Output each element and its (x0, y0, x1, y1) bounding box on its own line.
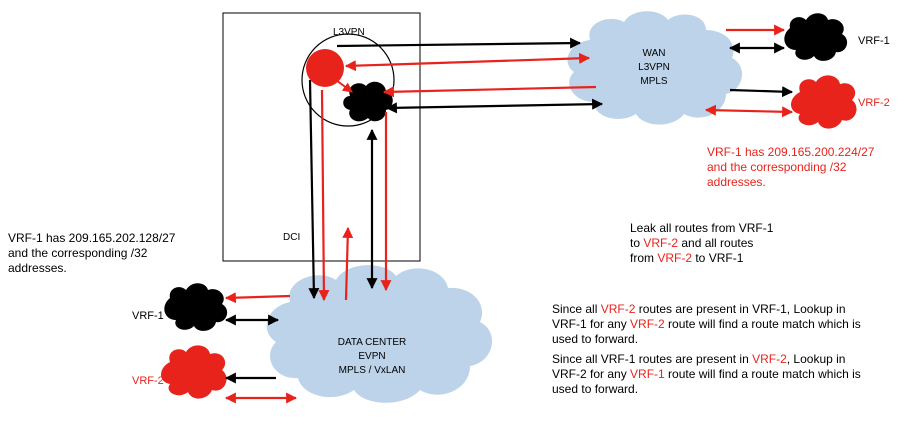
vrf2-left-label: VRF-2 (132, 375, 164, 387)
vrf1-right-label: VRF-1 (858, 35, 890, 47)
arrow-red-l3vpn-wan-2 (382, 85, 597, 98)
datacenter-cloud-label: DATA CENTER EVPN MPLS / VxLAN (324, 336, 420, 378)
red-vrf-node (306, 49, 344, 87)
leak-note-line2: to VRF-2 and all routes (630, 236, 840, 251)
p1-text-a: Since all (552, 302, 601, 316)
arrow-red-vert-2 (342, 226, 354, 301)
vrf1-left-label: VRF-1 (132, 310, 164, 322)
arrow-black-vert-1 (308, 79, 320, 300)
right-vrf-note-line3: addresses. (707, 175, 766, 189)
arrow-black-dci-wan-1 (336, 37, 582, 49)
wan-label-line3: MPLS (640, 76, 668, 87)
left-vrf-note: VRF-1 has 209.165.202.128/27 and the cor… (8, 231, 258, 276)
dc-label-line2: EVPN (358, 351, 386, 362)
p2-text-a: Since all VRF-1 routes are present in (552, 352, 753, 366)
leak-text-a: Leak all routes from VRF-1 (630, 221, 774, 235)
leak-text-g: to VRF-1 (692, 251, 744, 265)
black-vrf-node (343, 81, 393, 122)
arrow-black-wan-vrf2 (729, 86, 794, 98)
p2-vrf2: VRF-2 (752, 352, 787, 366)
leak-text-d: and all routes (678, 236, 754, 250)
leak-text-b: to (630, 236, 644, 250)
p2-text-g: used to forward. (552, 382, 639, 396)
right-vrf-note: VRF-1 has 209.165.200.224/27 and the cor… (707, 145, 897, 190)
arrow-red-diag (335, 79, 353, 93)
p2-text-d: VRF-2 for any (552, 367, 631, 381)
wan-label-line2: L3VPN (638, 62, 670, 73)
vrf2-right-label: VRF-2 (858, 97, 890, 109)
p2-vrf1: VRF-1 (630, 367, 665, 381)
dc-label-line3: MPLS / VxLAN (338, 365, 406, 376)
l3vpn-circle (301, 33, 395, 127)
p1-vrf2-a: VRF-2 (600, 302, 636, 316)
leak-vrf2-a: VRF-2 (643, 236, 679, 250)
wan-cloud (567, 11, 743, 125)
lookup-note-1-line2: VRF-1 for any VRF-2 route will find a ro… (552, 317, 907, 332)
l3vpn-label: L3VPN (333, 27, 365, 38)
lookup-note-2-line3: used to forward. (552, 382, 907, 397)
vrf1-left-cloud (164, 283, 228, 331)
dc-label-line1: DATA CENTER (337, 337, 407, 348)
lookup-note-1-line3: used to forward. (552, 332, 907, 347)
leak-note-line1: Leak all routes from VRF-1 (630, 221, 840, 236)
dci-label: DCI (283, 232, 301, 243)
vrf2-right-cloud (791, 75, 857, 129)
right-vrf-note-line2: and the corresponding /32 (707, 160, 847, 174)
vrf1-right-cloud (784, 13, 848, 61)
arrow-red-wan-vrf2 (704, 104, 794, 118)
left-vrf-note-line3: addresses. (8, 261, 67, 275)
lookup-note-2: Since all VRF-1 routes are present in VR… (552, 352, 907, 397)
left-vrf-note-line2: and the corresponding /32 (8, 246, 148, 260)
leak-vrf2-b: VRF-2 (657, 251, 693, 265)
p1-text-c: routes are present in VRF-1, Lookup in (635, 302, 846, 316)
p2-text-c: , Lookup in (786, 352, 846, 366)
left-vrf-note-line1: VRF-1 has 209.165.202.128/27 (8, 231, 176, 245)
leak-note: Leak all routes from VRF-1 to VRF-2 and … (630, 221, 840, 266)
p1-vrf2-b: VRF-2 (630, 317, 665, 331)
lookup-note-1: Since all VRF-2 routes are present in VR… (552, 302, 907, 347)
arrow-red-vert-1 (318, 89, 330, 302)
lookup-note-2-line2: VRF-2 for any VRF-1 route will find a ro… (552, 367, 907, 382)
dci-box (222, 12, 421, 262)
p1-text-g: used to forward. (552, 332, 639, 346)
leak-note-line3: from VRF-2 to VRF-1 (630, 251, 840, 266)
p1-text-d: VRF-1 for any (552, 317, 631, 331)
p1-text-f: route will find a route match which is (664, 317, 861, 331)
arrow-red-dc-vrf1 (224, 292, 291, 304)
arrow-black-l3vpn-wan-2 (385, 98, 604, 114)
arrow-red-l3vpn-wan-1 (344, 52, 591, 72)
p2-text-f: route will find a route match which is (664, 367, 861, 381)
wan-label-line1: WAN (642, 48, 666, 59)
lookup-note-2-line1: Since all VRF-1 routes are present in VR… (552, 352, 907, 367)
datacenter-cloud (266, 265, 493, 403)
vrf2-left-cloud (161, 345, 227, 399)
leak-text-e: from (630, 251, 658, 265)
right-vrf-note-line1: VRF-1 has 209.165.200.224/27 (707, 145, 875, 159)
wan-cloud-label: WAN L3VPN MPLS (618, 47, 690, 89)
lookup-note-1-line1: Since all VRF-2 routes are present in VR… (552, 302, 907, 317)
